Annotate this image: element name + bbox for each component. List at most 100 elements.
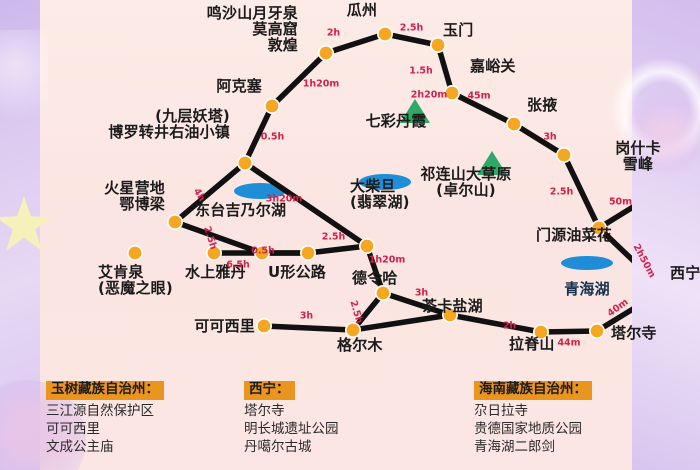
duration-guazhou-yumen: 2.5h — [399, 22, 424, 33]
city-label-menyuan: 门源油菜花 — [536, 226, 613, 244]
duration-yumen-jiayuguan: 1.5h — [409, 65, 433, 77]
route-segment-lajishan-to-chaka — [447, 312, 544, 335]
route-node-dachaidan[interactable] — [358, 238, 375, 255]
route-segment-dachaidan-to-boluo — [242, 160, 370, 249]
city-label-dachaidan: 大柴旦 (翡翠湖) — [350, 177, 410, 212]
duration-dunhuang-guazhou: 2h — [326, 27, 341, 38]
route-node-menyuan[interactable] — [590, 220, 607, 237]
city-label-chaka: 茶卡盐湖 — [422, 297, 483, 315]
route-node-yumen[interactable] — [429, 36, 446, 53]
city-label-boluo: (九层妖塔) 博罗转井右油小镇 — [108, 107, 230, 142]
duration-shuishang-uroad: 0.5h — [251, 245, 275, 257]
decorative-left-edge — [0, 0, 86, 470]
city-label-golmud: 格尔木 — [337, 336, 383, 354]
route-node-zhangye2[interactable] — [555, 147, 572, 164]
route-segment-menyuan-to-gangshika — [596, 204, 632, 231]
route-segment-zhangye-to-zhangye2 — [511, 121, 567, 158]
info-item: 丹噶尔古城 — [244, 438, 312, 455]
city-label-gangshika: 岗什卡 雪峰 — [615, 139, 661, 174]
route-node-boluo[interactable] — [237, 155, 254, 172]
route-node-aikenquan[interactable] — [206, 245, 223, 262]
poi-label-qicai: 七彩丹霞 — [365, 112, 427, 130]
route-node-lajishan[interactable] — [532, 323, 549, 340]
route-node-delingha[interactable] — [374, 284, 391, 301]
route-node-zhangye[interactable] — [505, 116, 522, 133]
route-segment-chaka-to-delingha — [380, 290, 453, 318]
route-map-svg — [127, 25, 632, 340]
mountain-icon-qilian-mountain — [477, 151, 507, 175]
city-label-jiayuguan: 嘉峪关 — [470, 57, 516, 75]
route-segment-jiayuguan-to-zhangye — [449, 90, 517, 127]
city-label-huoxing: 火星营地 鄂博梁 — [104, 179, 165, 214]
city-label-delingha: 德令哈 — [352, 269, 398, 287]
route-nodes-layer — [127, 25, 607, 340]
duration-jiayuguan-zhangye: 45m — [467, 90, 491, 101]
info-item: 贵德国家地质公园 — [474, 420, 582, 437]
city-label-zhangye: 张掖 — [527, 96, 558, 114]
route-segment-shuishang-to-huoxing — [172, 219, 265, 256]
info-item: 塔尔寺 — [244, 402, 285, 419]
duration-qicai-dur: 2h20m — [410, 89, 448, 101]
duration-zhangye2-menyuan: 2.5h — [549, 186, 574, 197]
duration-menyuan-gangshika: 50m — [608, 196, 633, 207]
route-node-huoxing[interactable] — [167, 214, 184, 231]
city-label-yumen: 玉门 — [443, 21, 474, 39]
route-segment-boluo-to-akesai — [242, 103, 275, 166]
city-label-akesai: 阿克塞 — [216, 77, 262, 95]
route-node-akesai[interactable] — [264, 98, 281, 115]
route-node-jiayuguan[interactable] — [443, 85, 460, 102]
city-label-lajishan: 拉脊山 — [509, 335, 555, 353]
route-node-golmud[interactable] — [344, 321, 361, 338]
route-segment-dunhuang-to-guazhou — [323, 31, 388, 56]
route-node-dongtai[interactable] — [127, 245, 144, 262]
info-item: 明长城遗址公园 — [244, 420, 339, 437]
lake-qinghai-lake — [561, 256, 613, 270]
info-items-hainan: 尕日拉寺贵德国家地质公园青海湖二郎剑 — [474, 403, 592, 456]
duration-delingha-dachaidan: 1h20m — [368, 254, 406, 265]
duration-chaka-delingha: 3h — [414, 287, 429, 299]
lake-dongtai-lake — [234, 183, 286, 199]
route-segment-zhangye2-to-menyuan — [561, 152, 602, 231]
route-segment-menyuan-to-xining — [596, 225, 632, 264]
city-label-uroad: U形公路 — [268, 263, 326, 281]
route-segment-delingha-to-dachaidan — [364, 243, 386, 296]
duration-boluo-akesai: 0.5h — [260, 131, 285, 142]
lakes-layer — [234, 174, 613, 270]
duration-akesai-dunhuang: 1h20m — [302, 78, 340, 89]
route-node-uroad[interactable] — [299, 245, 316, 262]
info-column-yushu: 玉树藏族自治州： 三江源自然保护区可可西里文成公主庙 — [46, 378, 164, 456]
route-segment-akesai-to-dunhuang — [269, 50, 329, 109]
route-segment-chaka-to-golmud — [350, 312, 453, 333]
city-label-dunhuang: 鸣沙山月牙泉 莫高窟 敦煌 — [206, 4, 298, 55]
lake-feicui-lake — [359, 174, 411, 190]
duration-dachaidan-uroad: 2.5h — [321, 231, 346, 242]
route-segment-yumen-to-jiayuguan — [435, 42, 455, 96]
city-label-shuishang: 水上雅丹 — [185, 263, 246, 281]
info-column-xining: 西宁：塔尔寺明长城遗址公园丹噶尔古城 — [244, 378, 339, 456]
route-node-taersi[interactable] — [588, 322, 605, 339]
route-node-dunhuang[interactable] — [317, 44, 334, 61]
route-node-kekexili[interactable] — [256, 317, 273, 334]
info-item: 三江源自然保护区 — [46, 402, 154, 419]
city-label-aikenquan: 艾肯泉 (恶魔之眼) — [98, 263, 173, 298]
route-node-chaka[interactable] — [441, 306, 458, 323]
info-item: 可可西里 — [46, 420, 100, 437]
info-badge-yushu: 玉树藏族自治州： — [46, 381, 164, 400]
swirl-decoration-inner — [624, 92, 700, 178]
city-label-taersi: 塔尔寺 — [611, 324, 657, 342]
info-item: 尕日拉寺 — [474, 402, 528, 419]
route-node-guazhou[interactable] — [376, 25, 393, 42]
route-node-shuishang[interactable] — [254, 245, 271, 262]
route-segment-taersi-to-lajishan — [538, 328, 600, 335]
decorative-right-edge — [598, 0, 700, 470]
duration-lajishan-chaka: 2h — [502, 320, 517, 331]
info-badge-hainan: 海南藏族自治州： — [474, 381, 592, 400]
info-item: 青海湖二郎剑 — [474, 438, 555, 455]
info-items-xining: 塔尔寺明长城遗址公园丹噶尔古城 — [244, 403, 339, 456]
route-segment-guazhou-to-yumen — [382, 31, 441, 48]
route-segment-kekexili-to-golmud — [261, 323, 356, 333]
info-items-yushu: 三江源自然保护区可可西里文成公主庙 — [46, 403, 164, 456]
info-item: 文成公主庙 — [46, 438, 114, 455]
city-label-xining: 西宁 — [670, 264, 700, 282]
